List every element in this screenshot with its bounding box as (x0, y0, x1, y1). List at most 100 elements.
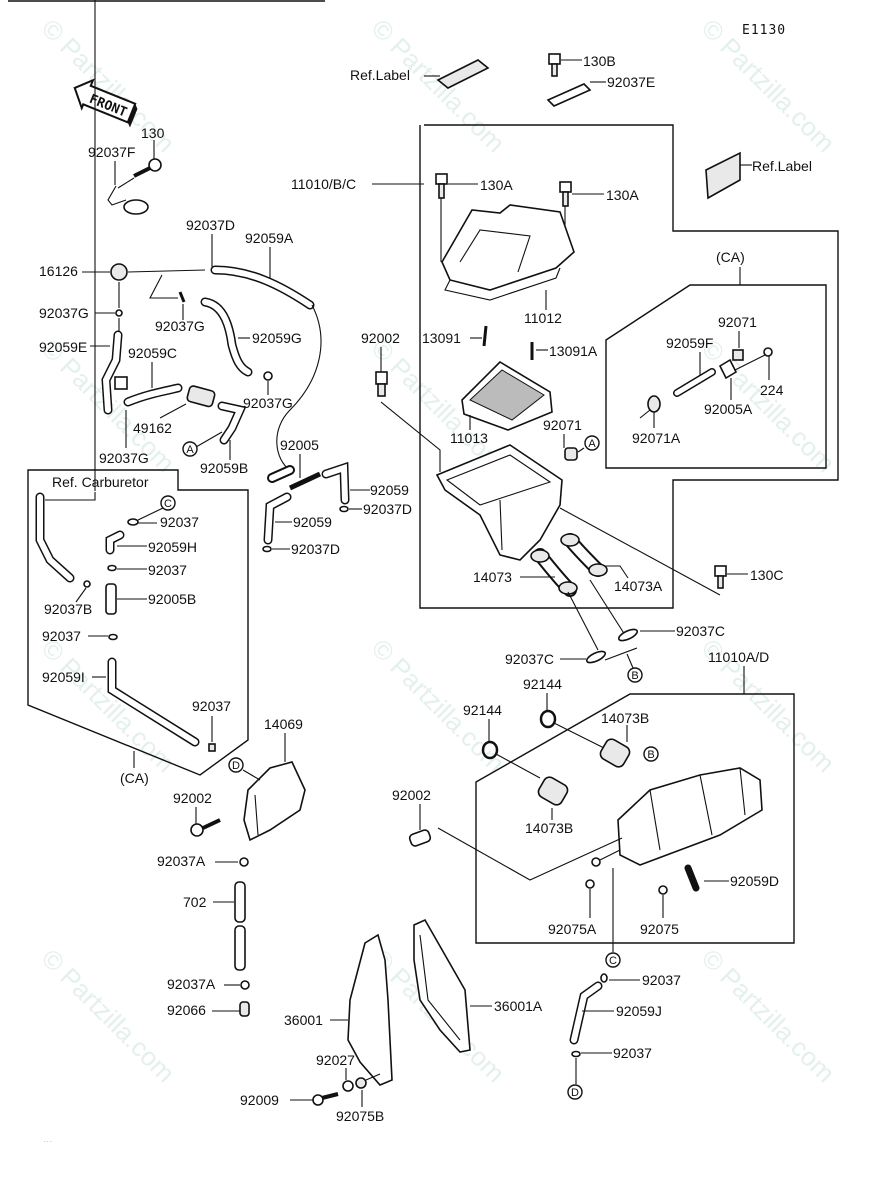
clamp-icon (127, 518, 139, 526)
bolt-icon (148, 158, 162, 172)
callout-92037f: 92037F (88, 144, 135, 160)
clamp-icon (239, 857, 249, 867)
callout-92059-1: 92059 (370, 482, 409, 498)
callout-92037-d1: 92037 (642, 972, 681, 988)
callout-14073a: 14073A (614, 578, 663, 594)
bolt-130-group: 130 92037F (88, 125, 165, 215)
clamp-icon (262, 545, 272, 553)
callout-ca-bottom: (CA) (120, 770, 149, 786)
callout-92037g-2: 92037G (155, 318, 205, 334)
clip-icon (482, 325, 488, 347)
callout-92071-mid: 92071 (543, 417, 582, 433)
duct-14073b-icon (599, 738, 631, 768)
ref-circle-a (584, 435, 600, 451)
clamp-icon (240, 980, 250, 990)
callout-92059c: 92059C (128, 345, 177, 361)
bolt-icon (548, 53, 561, 65)
bolt-icon (190, 823, 204, 837)
lower-air-box-icon (617, 767, 763, 866)
callout-36001a: 36001A (494, 998, 543, 1014)
o-ring-icon (539, 709, 557, 729)
callout-92037-c1: 92037 (160, 514, 199, 530)
callout-92037d-2: 92037D (291, 541, 340, 557)
clamp-icon (339, 505, 349, 513)
callout-ref-label-right: Ref.Label (752, 158, 812, 174)
callout-92037-c3: 92037 (42, 628, 81, 644)
vent-line (276, 304, 322, 471)
callout-92059j: 92059J (616, 1003, 662, 1019)
ref-circle-d (567, 1084, 583, 1100)
callout-92037d-1: 92037D (363, 501, 412, 517)
ref-letter: C (164, 498, 172, 510)
nut-icon (355, 1077, 367, 1089)
joint-92005b-icon (105, 583, 117, 615)
ref-circle-c (605, 952, 621, 968)
duct-14073b-icon (537, 776, 569, 806)
bolt-130a-right: 130A (559, 181, 639, 250)
callout-92037g-4: 92037G (99, 450, 149, 466)
clamp-ring-icon (123, 199, 149, 215)
collar-icon (342, 1080, 354, 1092)
callout-92005: 92005 (280, 437, 319, 453)
hose-92059a (210, 265, 315, 310)
callout-92144-1: 92144 (523, 676, 562, 692)
callout-92059h: 92059H (148, 539, 197, 555)
callout-ref-label-top: Ref.Label (350, 67, 410, 83)
callout-224: 224 (760, 382, 784, 398)
watermark: © Partzilla.com (366, 13, 511, 158)
callout-92037-d2: 92037 (613, 1045, 652, 1061)
callout-14073b-1: 14073B (601, 710, 649, 726)
ref-letter: A (186, 444, 194, 456)
callout-92059d: 92059D (730, 873, 779, 889)
callout-ref-carburetor: Ref. Carburetor (52, 474, 149, 490)
callout-49162: 49162 (133, 420, 172, 436)
bolt-icon (559, 181, 572, 193)
watermark: © Partzilla.com (696, 943, 841, 1088)
watermark: © Partzilla.com (36, 943, 181, 1088)
callout-130c: 130C (750, 567, 783, 583)
valve-icon (110, 263, 128, 281)
hose-702-icon (234, 925, 246, 971)
callout-92059-2: 92059 (293, 514, 332, 530)
callout-11010a-d: 11010A/D (708, 649, 769, 665)
clamp-icon (585, 650, 607, 664)
ref-label-plate-icon (705, 151, 741, 200)
air-filter-11013: 11013 (450, 360, 553, 446)
bolt-icon (408, 829, 432, 847)
duct-14073: 14073 (473, 548, 578, 597)
ref-letter: B (647, 749, 654, 761)
callout-702: 702 (183, 894, 207, 910)
clamp-icon (107, 564, 117, 572)
ref-circle-b (627, 667, 643, 683)
plug-icon (647, 395, 661, 413)
callout-92027: 92027 (316, 1052, 355, 1068)
callout-92059g: 92059G (252, 330, 302, 346)
air-box-case (435, 444, 563, 561)
o-ring-icon (481, 740, 499, 760)
ref-letter: B (631, 670, 638, 682)
nut-icon (732, 349, 744, 361)
watermark: © Partzilla.com (36, 633, 181, 778)
duct-14073a: 14073A (560, 533, 663, 594)
callout-92037a-2: 92037A (167, 976, 216, 992)
housing-assembly-box-lower (475, 693, 795, 944)
callout-92037-c2: 92037 (148, 562, 187, 578)
callout-92059i: 92059I (42, 669, 85, 685)
clamp-icon (617, 628, 639, 642)
clamp-icon (115, 309, 123, 317)
callout-92075: 92075 (640, 921, 679, 937)
callout-ca-top: (CA) (716, 249, 745, 265)
air-box-icon (435, 444, 563, 561)
callout-92059e: 92059E (39, 339, 87, 355)
callout-92037b: 92037B (44, 601, 92, 617)
callout-92037-c4: 92037 (192, 698, 231, 714)
ref-letter: D (571, 1087, 579, 1099)
callout-92037c-2: 92037C (505, 651, 554, 667)
callout-14073: 14073 (473, 569, 512, 585)
callout-92059a: 92059A (245, 230, 294, 246)
callout-92037a-1: 92037A (157, 853, 206, 869)
callout-92037g-1: 92037G (39, 305, 89, 321)
clamp-icon (83, 580, 91, 588)
bolt-icon (435, 173, 448, 185)
